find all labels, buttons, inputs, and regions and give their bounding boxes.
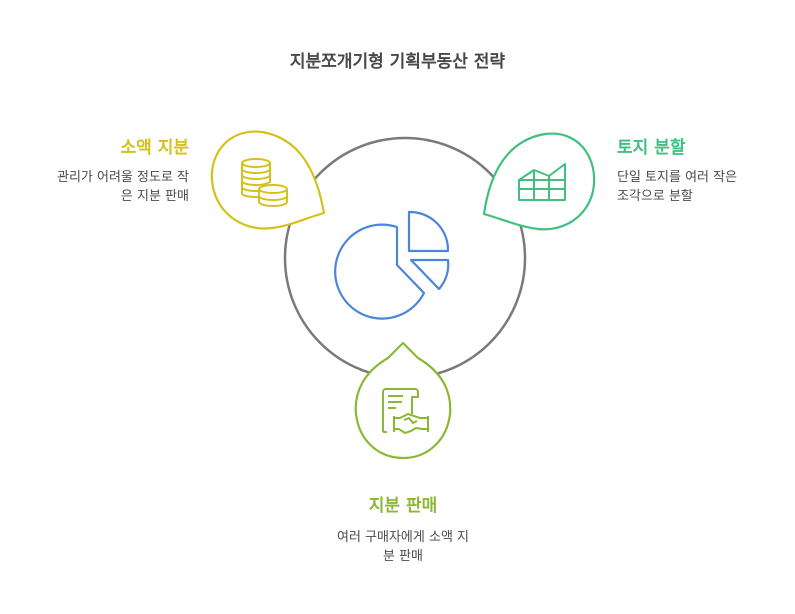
small-shares-description-line2: 은 지분 판매: [120, 189, 189, 204]
land-parcel-chart-icon: [518, 163, 566, 201]
small-shares-node[interactable]: [210, 130, 326, 230]
small-shares-description-line1: 관리가 어려울 정도로 작: [57, 170, 189, 185]
land-split-description-line2: 조각으로 분할: [617, 189, 693, 204]
page-title: 지분쪼개기형 기획부동산 전략: [289, 52, 506, 72]
coins-icon: [241, 158, 288, 207]
share-sale-description-line1: 여러 구매자에게 소액 지: [337, 530, 469, 545]
contract-handshake-icon: [382, 388, 429, 434]
land-split-node[interactable]: [482, 132, 596, 231]
share-sale-node[interactable]: [354, 341, 452, 460]
small-shares-heading: 소액 지분: [120, 138, 189, 158]
land-split-heading: 토지 분할: [617, 138, 686, 158]
share-sale-heading: 지분 판매: [368, 496, 438, 516]
land-split-description: 단일 토지를 여러 작은 조각으로 분할: [617, 168, 737, 206]
pie-chart-icon: [334, 210, 450, 320]
small-shares-description: 관리가 어려울 정도로 작 은 지분 판매: [57, 168, 189, 206]
share-sale-description-line2: 분 판매: [382, 549, 423, 564]
land-split-description-line1: 단일 토지를 여러 작은: [617, 170, 738, 185]
share-sale-description: 여러 구매자에게 소액 지 분 판매: [303, 528, 503, 566]
cycle-ring: [283, 136, 527, 380]
